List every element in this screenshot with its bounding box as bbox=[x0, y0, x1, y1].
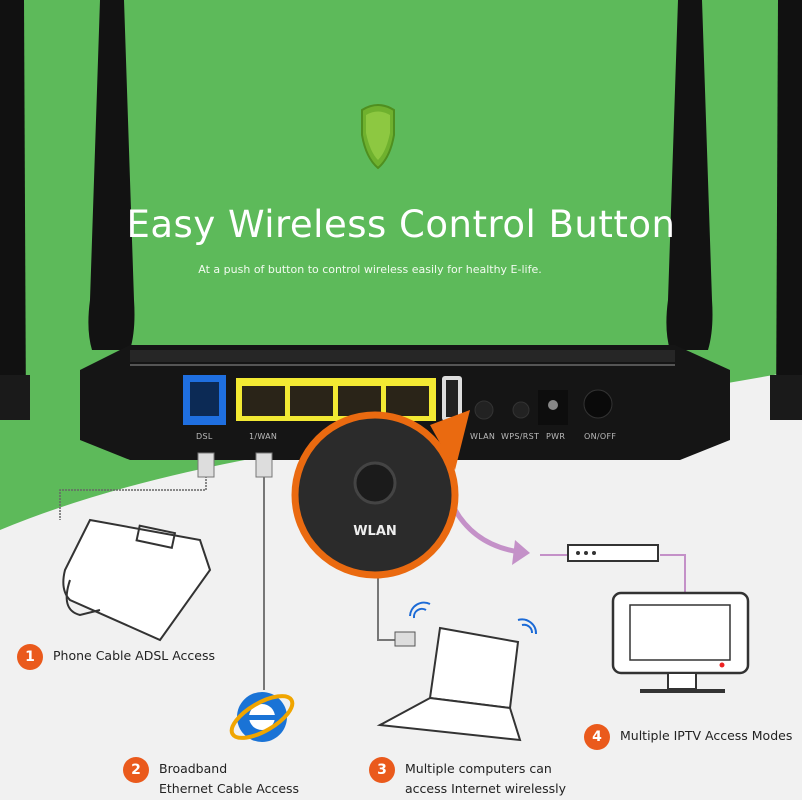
leaf-shield-icon bbox=[361, 104, 395, 170]
antenna-icon bbox=[666, 0, 713, 350]
callout-text: Multiple IPTV Access Modes bbox=[620, 728, 793, 743]
number-badge: 4 bbox=[584, 724, 610, 750]
number-badge: 3 bbox=[369, 757, 395, 783]
tv-icon bbox=[611, 591, 750, 693]
callout-3: 3 Multiple computers can access Internet … bbox=[369, 757, 567, 799]
zoom-wlan-label: WLAN bbox=[353, 524, 397, 539]
antenna-icon bbox=[776, 0, 802, 420]
callout-text: Phone Cable ADSL Access bbox=[53, 648, 215, 663]
callout-text: Multiple computers can bbox=[405, 761, 552, 776]
page-subtitle: At a push of button to control wireless … bbox=[198, 263, 542, 276]
callout-text: Ethernet Cable Access bbox=[159, 781, 300, 796]
antenna-icon bbox=[0, 0, 26, 420]
callout-text: Broadband bbox=[159, 761, 228, 776]
callout-4: 4 Multiple IPTV Access Modes bbox=[584, 724, 793, 750]
port-label-onoff: ON/OFF bbox=[584, 432, 617, 441]
internet-explorer-icon bbox=[229, 692, 295, 742]
port-label-wps: WPS/RST bbox=[501, 432, 540, 441]
wps-button bbox=[512, 401, 530, 419]
telephone-icon bbox=[62, 518, 212, 642]
port-label-wan: 1/WAN bbox=[249, 432, 278, 441]
power-switch bbox=[583, 389, 613, 419]
laptop-icon bbox=[376, 626, 522, 742]
callout-text: access Internet wirelessly bbox=[405, 781, 567, 796]
wlan-button-zoom: WLAN bbox=[291, 410, 470, 579]
router bbox=[80, 345, 730, 460]
page-title: Easy Wireless Control Button bbox=[126, 203, 676, 246]
antenna-icon bbox=[88, 0, 135, 350]
port-label-wlan: WLAN bbox=[470, 432, 496, 441]
set-top-box-icon bbox=[567, 544, 659, 562]
number-badge: 2 bbox=[123, 757, 149, 783]
callout-1: 1 Phone Cable ADSL Access bbox=[17, 644, 215, 670]
port-label-dsl: DSL bbox=[196, 432, 213, 441]
wifi-icon bbox=[409, 601, 538, 635]
number-badge: 1 bbox=[17, 644, 43, 670]
wlan-button bbox=[474, 400, 494, 420]
port-label-pwr: PWR bbox=[546, 432, 566, 441]
